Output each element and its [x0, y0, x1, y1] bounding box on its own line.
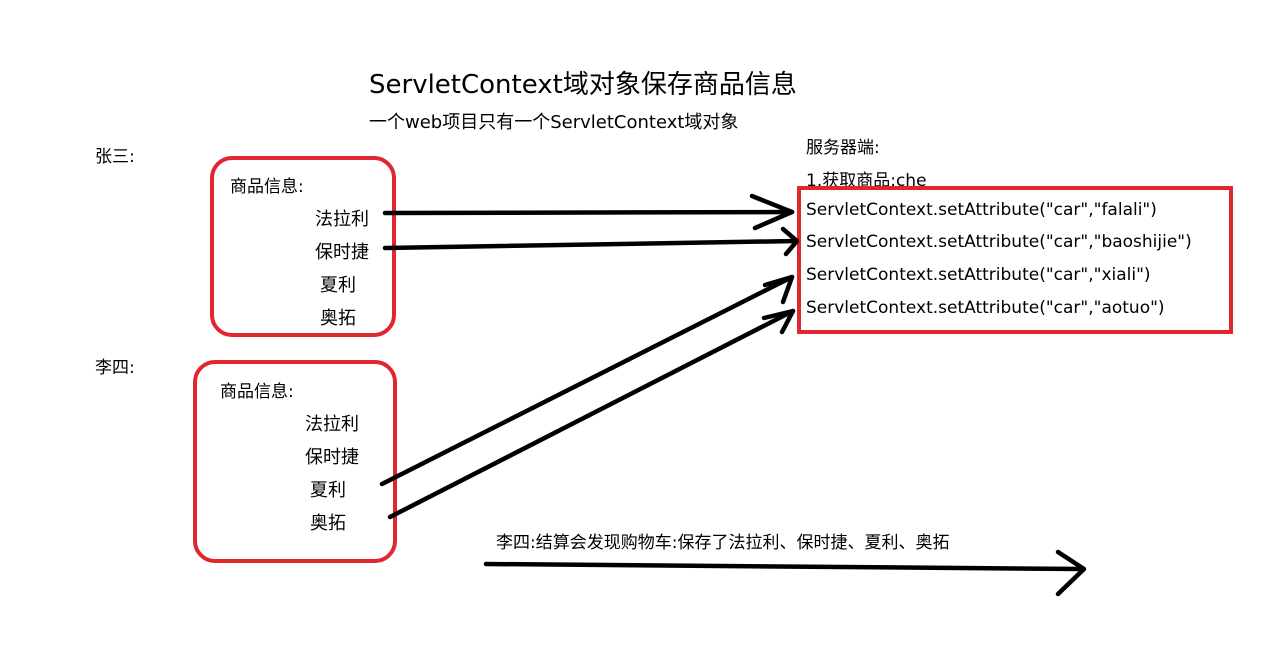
zhangsan-product-1: 法拉利 [315, 209, 369, 230]
zhangsan-product-2: 保时捷 [315, 242, 369, 263]
arrow-xiali [379, 274, 795, 487]
zhangsan-product-3: 夏利 [320, 275, 356, 296]
lisi-product-2: 保时捷 [305, 447, 359, 468]
page-subtitle: 一个web项目只有一个ServletContext域对象 [369, 112, 739, 133]
server-call-3: ServletContext.setAttribute("car","xiali… [806, 265, 1151, 285]
page-title: ServletContext域对象保存商品信息 [369, 70, 797, 100]
lisi-product-4: 奥拓 [310, 513, 346, 534]
user-label-zhangsan: 张三: [95, 147, 135, 167]
arrow-falali [382, 193, 795, 231]
arrow-conclusion [483, 549, 1087, 597]
user-label-lisi: 李四: [95, 358, 135, 378]
arrow-baoshijie [382, 226, 800, 257]
server-label: 服务器端: [806, 138, 880, 158]
server-call-4: ServletContext.setAttribute("car","aotuo… [806, 298, 1165, 318]
lisi-product-3: 夏利 [310, 480, 346, 501]
lisi-product-1: 法拉利 [305, 414, 359, 435]
zhangsan-box-label: 商品信息: [230, 177, 304, 197]
server-call-1: ServletContext.setAttribute("car","falal… [806, 200, 1157, 220]
arrow-aotuo [387, 308, 796, 520]
conclusion-text: 李四:结算会发现购物车:保存了法拉利、保时捷、夏利、奥拓 [496, 533, 950, 553]
user-lisi-product-box [193, 360, 397, 563]
server-call-2: ServletContext.setAttribute("car","baosh… [806, 232, 1192, 252]
server-calls-box [797, 186, 1233, 334]
zhangsan-product-4: 奥拓 [320, 308, 356, 329]
lisi-box-label: 商品信息: [220, 382, 294, 402]
